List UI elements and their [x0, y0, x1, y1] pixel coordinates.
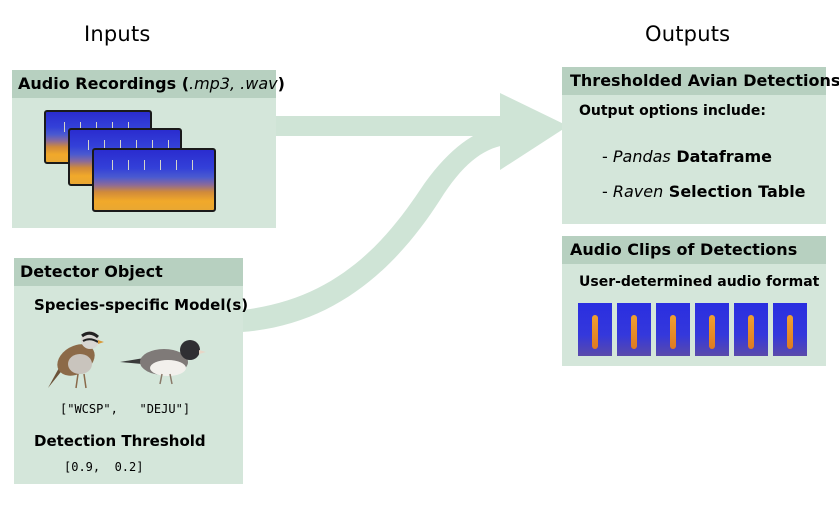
- option-pandas-italic: Pandas: [612, 147, 671, 166]
- thresholded-detections-header: Thresholded Avian Detections: [562, 67, 839, 95]
- dark-eyed-junco-icon: [120, 340, 206, 385]
- audio-title-suffix: ): [277, 74, 285, 93]
- detector-object-header: Detector Object: [14, 258, 243, 286]
- detector-object-panel: Detector Object Species-specific Model(s…: [14, 258, 248, 484]
- thresholded-detections-panel: Thresholded Avian Detections Output opti…: [562, 67, 839, 224]
- audio-title-formats: .mp3, .wav: [189, 74, 278, 93]
- audio-clip-spectrogram: [578, 303, 612, 356]
- threshold-values: [0.9, 0.2]: [64, 460, 144, 474]
- audio-title-prefix: Audio Recordings (: [18, 74, 189, 93]
- flow-arrow-detector: [242, 124, 505, 332]
- flow-arrow-audio: [275, 116, 505, 136]
- audio-recordings-panel: Audio Recordings (.mp3, .wav): [12, 70, 285, 228]
- option-raven-bold: Selection Table: [663, 182, 806, 201]
- audio-clips-header: Audio Clips of Detections: [562, 236, 826, 264]
- option-raven-italic: Raven: [612, 182, 664, 201]
- spectrogram-icon: [92, 148, 216, 212]
- audio-clip-spectrogram: [734, 303, 768, 356]
- output-options-label: Output options include:: [579, 103, 766, 119]
- white-crowned-sparrow-icon: [48, 331, 104, 389]
- inputs-title: Inputs: [84, 22, 151, 46]
- audio-format-label: User-determined audio format: [579, 274, 820, 290]
- flow-arrow-head: [500, 93, 568, 170]
- audio-recordings-header: Audio Recordings (.mp3, .wav): [12, 70, 285, 98]
- output-option-raven: - Raven Selection Table: [602, 182, 806, 201]
- audio-clip-spectrogram: [656, 303, 690, 356]
- audio-clip-spectrogram: [695, 303, 729, 356]
- audio-clips-panel: Audio Clips of Detections User-determine…: [562, 236, 826, 366]
- audio-clip-spectrogram: [617, 303, 651, 356]
- outputs-title: Outputs: [645, 22, 731, 46]
- output-option-pandas: - Pandas Dataframe: [602, 147, 772, 166]
- option-dash: -: [602, 147, 613, 166]
- option-dash: -: [602, 182, 613, 201]
- species-codes: ["WCSP", "DEJU"]: [60, 402, 191, 416]
- species-models-label: Species-specific Model(s): [34, 296, 249, 314]
- audio-clip-spectrogram: [773, 303, 807, 356]
- detection-threshold-label: Detection Threshold: [34, 432, 206, 450]
- option-pandas-bold: Dataframe: [670, 147, 773, 166]
